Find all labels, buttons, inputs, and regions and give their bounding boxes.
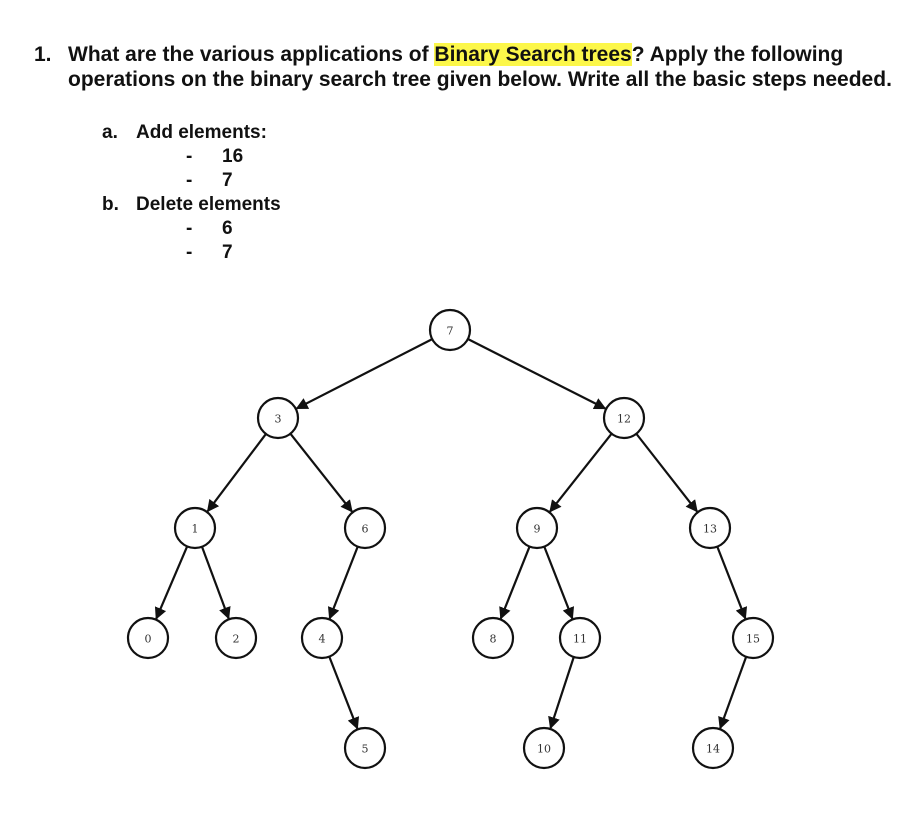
node-circle [428, 308, 472, 352]
part-b-item-value: 7 [222, 242, 233, 263]
tree-node-0: 0 [126, 616, 170, 660]
highlighted-term: Binary Search trees [434, 43, 632, 66]
tree-edge-3-to-6 [289, 433, 353, 513]
node-circle [343, 726, 387, 770]
node-circle [515, 506, 559, 550]
tree-node-10: 10 [522, 726, 566, 770]
tree-edge-1-to-0 [154, 545, 189, 620]
node-circle [688, 506, 732, 550]
tree-node-3: 3 [256, 396, 300, 440]
node-circle [731, 616, 775, 660]
tree-node-11: 11 [558, 616, 602, 660]
node-label: 7 [447, 325, 454, 338]
tree-node-1: 1 [173, 506, 217, 550]
part-a-letter: a. [102, 122, 118, 143]
node-label: 1 [192, 523, 199, 536]
tree-node-4: 4 [300, 616, 344, 660]
tree-node-14: 14 [691, 726, 735, 770]
part-b-item-value: 6 [222, 218, 233, 239]
tree-node-13: 13 [688, 506, 732, 550]
node-circle [173, 506, 217, 550]
node-label: 0 [145, 633, 152, 646]
tree-edges [154, 338, 748, 730]
tree-nodes: 7 3 12 1 6 9 13 0 2 4 8 11 15 5 10 14 [126, 308, 775, 770]
tree-edge-3-to-1 [206, 433, 267, 513]
part-a-item-value: 7 [222, 170, 233, 191]
tree-node-7: 7 [428, 308, 472, 352]
node-label: 5 [362, 743, 369, 756]
tree-node-15: 15 [731, 616, 775, 660]
tree-node-2: 2 [214, 616, 258, 660]
node-label: 10 [537, 743, 551, 756]
tree-edge-12-to-13 [635, 433, 698, 513]
node-circle [126, 616, 170, 660]
tree-edge-15-to-14 [718, 656, 748, 730]
node-label: 15 [746, 633, 760, 646]
tree-node-6: 6 [343, 506, 387, 550]
tree-edge-7-to-12 [467, 338, 607, 410]
part-a-item-value: 16 [222, 146, 244, 167]
node-label: 12 [617, 413, 631, 426]
part-a-label: Add elements: [136, 122, 267, 143]
node-label: 11 [573, 633, 587, 646]
tree-edge-4-to-5 [328, 656, 360, 730]
tree-node-5: 5 [343, 726, 387, 770]
part-b-label: Delete elements [136, 194, 281, 215]
node-label: 8 [490, 633, 497, 646]
dash-bullet: - [186, 170, 193, 191]
node-circle [558, 616, 602, 660]
tree-edge-9-to-8 [499, 546, 531, 620]
dash-bullet: - [186, 146, 193, 167]
tree-edge-13-to-15 [716, 546, 748, 620]
tree-edge-6-to-4 [327, 546, 359, 620]
node-label: 2 [233, 633, 240, 646]
dash-bullet: - [186, 218, 193, 239]
node-label: 9 [534, 523, 541, 536]
node-label: 14 [706, 743, 720, 756]
tree-edge-9-to-11 [543, 546, 575, 620]
tree-edge-11-to-10 [548, 656, 575, 730]
tree-node-8: 8 [471, 616, 515, 660]
node-label: 6 [362, 523, 369, 536]
node-circle [256, 396, 300, 440]
question-text-before: What are the various applications of [68, 43, 435, 66]
node-label: 4 [319, 633, 326, 646]
question-text: What are the various applications of Bin… [68, 42, 917, 92]
tree-edge-1-to-2 [200, 546, 231, 620]
question-number: 1. [34, 43, 52, 66]
dash-bullet: - [186, 242, 193, 263]
node-label: 3 [275, 413, 282, 426]
tree-node-12: 12 [602, 396, 646, 440]
tree-edge-12-to-9 [549, 433, 613, 513]
tree-node-9: 9 [515, 506, 559, 550]
node-label: 13 [703, 523, 717, 536]
question-text-after: ? Apply the following operations on the … [68, 43, 892, 91]
node-circle [214, 616, 258, 660]
part-b-letter: b. [102, 194, 119, 215]
node-circle [522, 726, 566, 770]
node-circle [691, 726, 735, 770]
tree-edge-7-to-3 [295, 338, 433, 410]
node-circle [602, 396, 646, 440]
node-circle [300, 616, 344, 660]
node-circle [471, 616, 515, 660]
node-circle [343, 506, 387, 550]
